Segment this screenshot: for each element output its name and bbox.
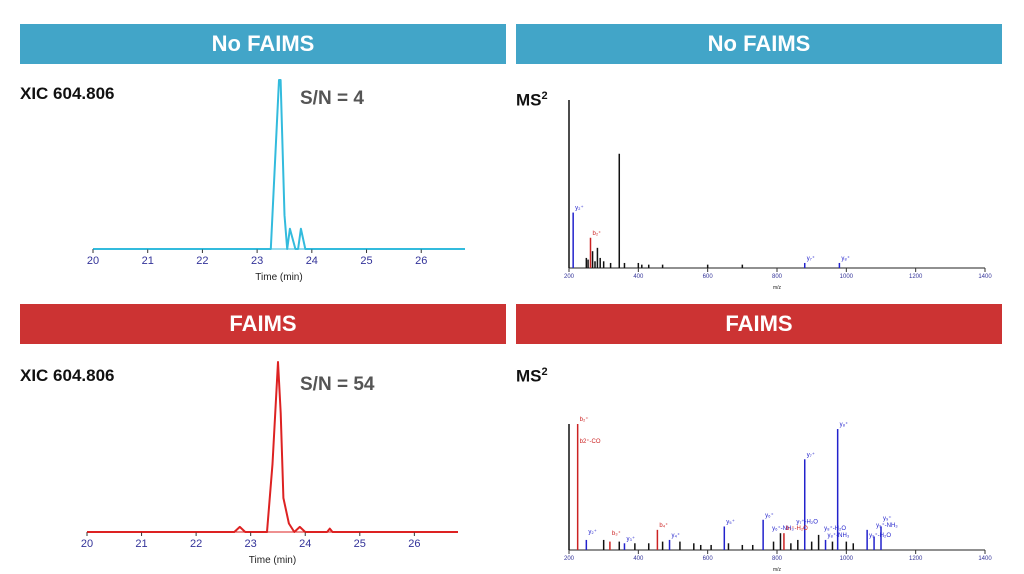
xic-faims-snr: S/N = 54 (300, 374, 375, 395)
ms2-no-faims-xlabel: m/z (773, 285, 782, 291)
xic-no-faims-tick-label: 24 (306, 255, 318, 267)
ms2-no-faims-tick-label: 600 (703, 274, 714, 280)
ms2-no-faims-tick-label: 1400 (978, 274, 992, 280)
xic-no-faims-tick-label: 21 (142, 255, 154, 267)
xic-faims-tick-label: 21 (135, 538, 147, 550)
ms2-faims-peak-label: y₆⁺-NH₃ (772, 525, 794, 532)
ms2-faims-peak-label: y₆⁺ (765, 512, 774, 519)
xic-faims-title: XIC 604.806 (20, 366, 115, 385)
ms2-faims-tick-label: 1400 (978, 556, 992, 562)
ms2-faims-peak-label: y₉⁺-NH₃ (876, 522, 898, 529)
ms2-no-faims-plot: y₂⁺ b₂⁺ y₇⁺ y₈⁺ 200 400 600 800 1000 1200 1400 m/z (564, 100, 992, 291)
ms2-faims-peak-label: y₈⁺-H₂O (824, 525, 846, 532)
banner-no-faims-right: No FAIMS (516, 24, 1002, 64)
ms2-faims-tick-label: 800 (772, 556, 783, 562)
ms2-no-faims-peak-label: b₂⁺ (592, 230, 601, 237)
ms2-no-faims-peak-label: y₇⁺ (807, 255, 815, 262)
ms2-faims-title: MS2 (516, 366, 548, 386)
ms2-no-faims-title: MS2 (516, 90, 548, 110)
xic-no-faims-tick-label: 22 (196, 255, 208, 267)
ms2-faims-peak-label: b₄⁺ (659, 522, 668, 529)
xic-faims-tick-label: 22 (190, 538, 202, 550)
xic-faims-tick-label: 24 (299, 538, 311, 550)
ms2-faims-peak-label: y₇⁺ (807, 451, 815, 458)
xic-faims-tick-label: 23 (245, 538, 257, 550)
ms2-no-faims-tick-label: 200 (564, 274, 575, 280)
ms2-faims-peak-label: y₈⁺-NH₃ (828, 532, 850, 539)
xic-no-faims-xlabel: Time (min) (255, 272, 302, 283)
ms2-faims-peak-label: y₂⁺ (588, 529, 597, 536)
xic-no-faims-tick-label: 20 (87, 255, 99, 267)
ms2-faims-peak-label: y₇⁺-H₂O (796, 518, 818, 525)
ms2-faims-peak-label: y₃⁺ (626, 535, 635, 542)
ms2-no-faims-tick-label: 800 (772, 274, 783, 280)
ms2-no-faims-tick-label: 1000 (840, 274, 854, 280)
ms2-faims-peak-label: b₃⁺ (612, 530, 621, 537)
ms2-no-faims-tick-label: 400 (633, 274, 644, 280)
ms2-faims-tick-label: 200 (564, 556, 575, 562)
banner-faims-right: FAIMS (516, 304, 1002, 344)
xic-faims-tick-label: 25 (354, 538, 366, 550)
ms2-faims-tick-label: 400 (633, 556, 644, 562)
ms2-faims-tick-label: 1000 (840, 556, 854, 562)
xic-no-faims-tick-label: 26 (415, 255, 427, 267)
banner-no-faims-left: No FAIMS (20, 24, 506, 64)
xic-no-faims-series-line (93, 79, 465, 250)
ms2-faims-peak-label: b₇⁺-H₂O (786, 525, 808, 532)
ms2-faims-plot: b₂⁺ b2⁺-CO y₂⁺ b₃⁺ y₃⁺ b₄⁺ y₄⁺ y₅⁺ y₆⁺ y₆⁺-NH₃b₇⁺… (564, 416, 992, 573)
ms2-faims-xlabel: m/z (773, 567, 782, 573)
ms2-faims-peak-label: b₂⁺ (580, 416, 589, 423)
ms2-faims-tick-label: 600 (703, 556, 714, 562)
ms2-no-faims-tick-label: 1200 (909, 274, 923, 280)
ms2-faims-tick-label: 1200 (909, 556, 923, 562)
xic-faims-series-line (87, 361, 458, 533)
banner-faims-left: FAIMS (20, 304, 506, 344)
xic-faims-tick-label: 26 (408, 538, 420, 550)
xic-faims-tick-label: 20 (81, 538, 93, 550)
xic-no-faims-title: XIC 604.806 (20, 84, 115, 103)
xic-faims-xlabel: Time (min) (249, 555, 296, 566)
xic-no-faims-tick-label: 25 (360, 255, 372, 267)
xic-no-faims-tick-label: 23 (251, 255, 263, 267)
ms2-faims-peak-label: y₈⁺ (840, 421, 849, 428)
ms2-no-faims-peak-label: y₂⁺ (575, 205, 584, 212)
ms2-faims-peak-label: y₉⁺-H₂O (869, 532, 891, 539)
ms2-faims-peak-label: y₄⁺ (672, 532, 681, 539)
xic-no-faims-snr: S/N = 4 (300, 88, 364, 109)
ms2-faims-peak-label: b2⁺-CO (580, 438, 601, 445)
ms2-faims-peak-label: y₉⁺ (883, 515, 892, 522)
ms2-no-faims-peak-label: y₈⁺ (841, 255, 850, 262)
ms2-faims-peak-label: y₅⁺ (726, 518, 735, 525)
